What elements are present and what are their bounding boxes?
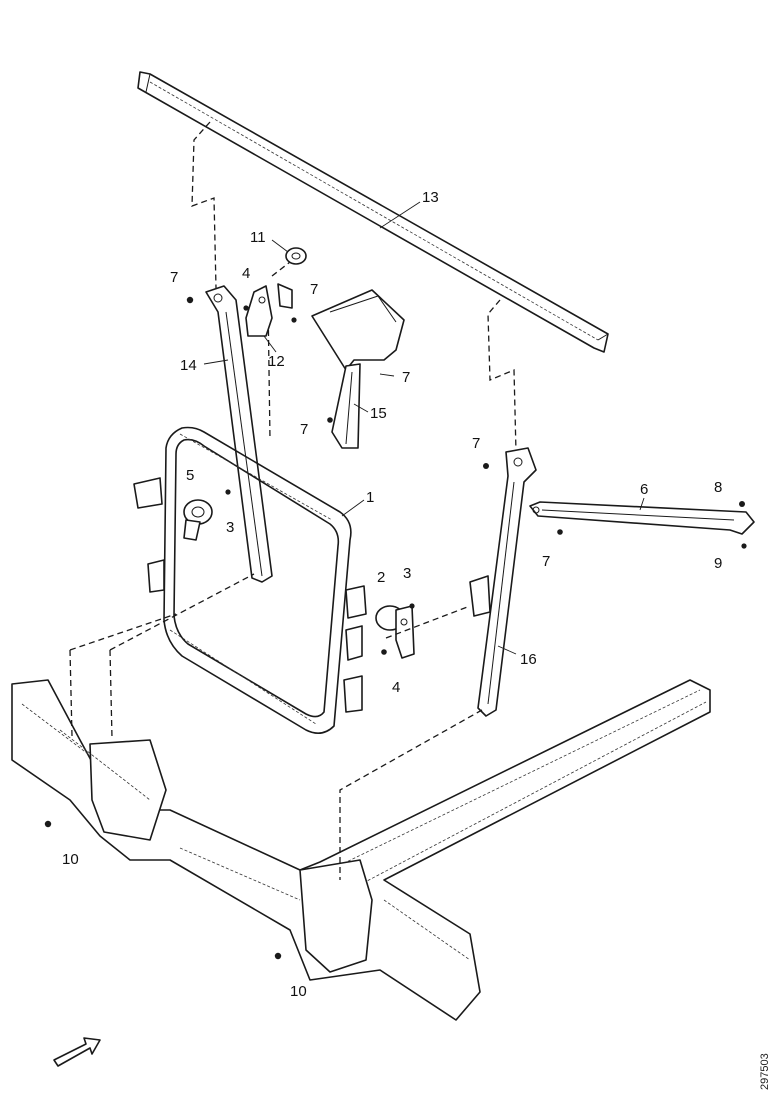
bolt-7-e (557, 529, 563, 535)
callout-4-top: 4 (242, 265, 250, 282)
right-mounting-lugs (343, 585, 367, 713)
bolt-3-a (225, 489, 231, 495)
hatch-frame-1 (163, 426, 352, 734)
leader-lines (203, 201, 645, 655)
lower-chassis-frame (11, 679, 711, 1021)
callout-14: 14 (180, 357, 197, 374)
bolt-10-b (274, 952, 282, 960)
bracket-12 (245, 283, 293, 337)
callout-7-c: 7 (402, 369, 410, 386)
nut-8 (739, 501, 745, 507)
bolt-10-a (44, 820, 52, 828)
drawing-code: 297503 (759, 1053, 771, 1090)
callout-5: 5 (186, 467, 194, 484)
callout-4-bottom: 4 (392, 679, 400, 696)
callout-10-left: 10 (62, 851, 79, 868)
bolt-3-b (409, 603, 415, 609)
stay-arm-14 (205, 285, 273, 583)
bolt-4-a (243, 305, 249, 311)
callout-7-d: 7 (300, 421, 308, 438)
callout-7-e: 7 (472, 435, 480, 452)
hinge-2 (375, 605, 415, 659)
callout-16: 16 (520, 651, 537, 668)
bolt-7-d (483, 463, 489, 469)
callout-10-bottom: 10 (290, 983, 307, 1000)
callout-2: 2 (377, 569, 385, 586)
callout-7-b: 7 (310, 281, 318, 298)
upper-beam-13 (137, 71, 609, 353)
callout-8: 8 (714, 479, 722, 496)
callout-3-left: 3 (226, 519, 234, 536)
callout-6: 6 (640, 481, 648, 498)
forward-arrow-icon (53, 1037, 101, 1067)
bolt-7-c (327, 417, 333, 423)
callout-12: 12 (268, 353, 285, 370)
callout-9: 9 (714, 555, 722, 572)
assembly-lines-lower (69, 573, 483, 880)
left-mounting-lugs (133, 477, 165, 593)
callout-15: 15 (370, 405, 387, 422)
callout-1: 1 (366, 489, 374, 506)
callout-13: 13 (422, 189, 439, 206)
bushing-11 (285, 247, 307, 265)
bolt-7-b (291, 317, 297, 323)
hinge-5 (183, 499, 213, 541)
bolt-4-b (381, 649, 387, 655)
callout-7-a: 7 (170, 269, 178, 286)
washer-9 (741, 543, 747, 549)
callout-7-f: 7 (542, 553, 550, 570)
stay-arm-16 (469, 447, 537, 717)
fasteners (44, 296, 747, 960)
bolt-7-a (186, 296, 194, 304)
bracket-15 (311, 289, 405, 449)
callout-3-right: 3 (403, 565, 411, 582)
strut-rod-6 (529, 501, 755, 535)
callout-11: 11 (250, 229, 266, 246)
callout-labels: 1 2 3 3 4 4 5 6 7 7 7 7 7 7 8 9 10 10 11… (62, 189, 722, 1000)
